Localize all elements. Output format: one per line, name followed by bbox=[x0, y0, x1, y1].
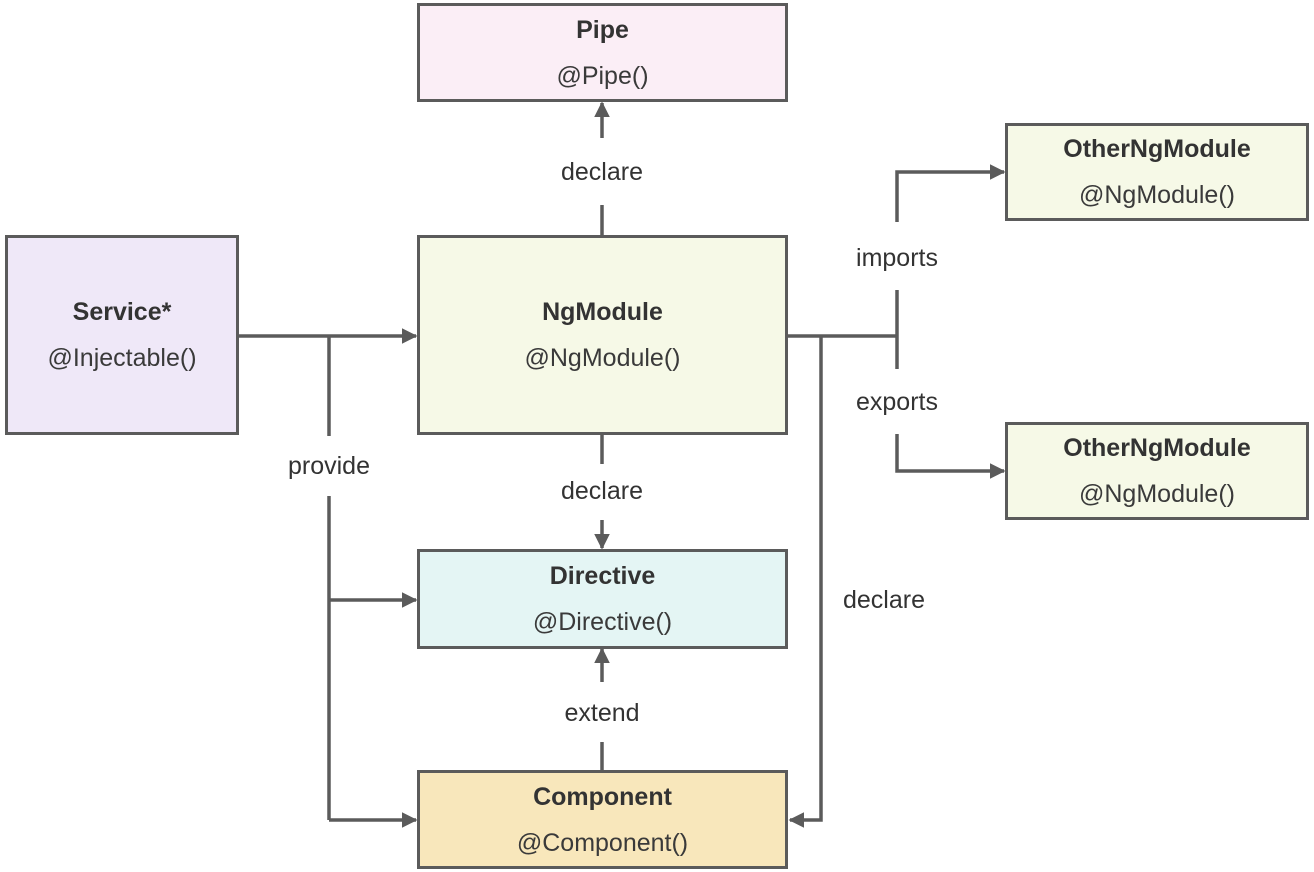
other-ngmodule-imports-decorator: @NgModule() bbox=[1079, 181, 1235, 209]
component-title: Component bbox=[533, 782, 672, 811]
edge-exports-to-other bbox=[895, 434, 1006, 479]
ngmodule-decorator: @NgModule() bbox=[524, 344, 681, 372]
other-ngmodule-imports-title: OtherNgModule bbox=[1063, 135, 1251, 163]
label-declare-pipe: declare bbox=[561, 158, 643, 186]
service-title: Service* bbox=[72, 298, 172, 326]
service-node: Service* @Injectable() bbox=[5, 235, 239, 435]
label-extend: extend bbox=[564, 699, 640, 727]
other-ngmodule-imports-node: OtherNgModule @NgModule() bbox=[1005, 123, 1309, 221]
other-ngmodule-exports-title: OtherNgModule bbox=[1063, 434, 1251, 462]
other-ngmodule-exports-node: OtherNgModule @NgModule() bbox=[1005, 422, 1309, 520]
edge-imports-to-other bbox=[895, 164, 1006, 222]
pipe-node: Pipe @Pipe() bbox=[417, 3, 788, 102]
pipe-decorator: @Pipe() bbox=[556, 61, 649, 90]
pipe-title: Pipe bbox=[576, 15, 629, 44]
other-ngmodule-exports-decorator: @NgModule() bbox=[1079, 480, 1235, 508]
label-declare-directive: declare bbox=[561, 477, 643, 505]
label-imports: imports bbox=[856, 244, 938, 272]
ngmodule-title: NgModule bbox=[542, 298, 663, 326]
service-decorator: @Injectable() bbox=[47, 344, 197, 372]
label-declare-component: declare bbox=[843, 586, 925, 614]
edge-ngmodule-to-component bbox=[788, 336, 823, 828]
component-node: Component @Component() bbox=[417, 770, 788, 869]
label-exports: exports bbox=[856, 388, 938, 416]
label-provide: provide bbox=[288, 452, 370, 480]
component-decorator: @Component() bbox=[516, 828, 689, 857]
directive-decorator: @Directive() bbox=[532, 608, 673, 636]
ngmodule-node: NgModule @NgModule() bbox=[417, 235, 788, 435]
directive-node: Directive @Directive() bbox=[417, 549, 788, 649]
directive-title: Directive bbox=[549, 562, 656, 590]
